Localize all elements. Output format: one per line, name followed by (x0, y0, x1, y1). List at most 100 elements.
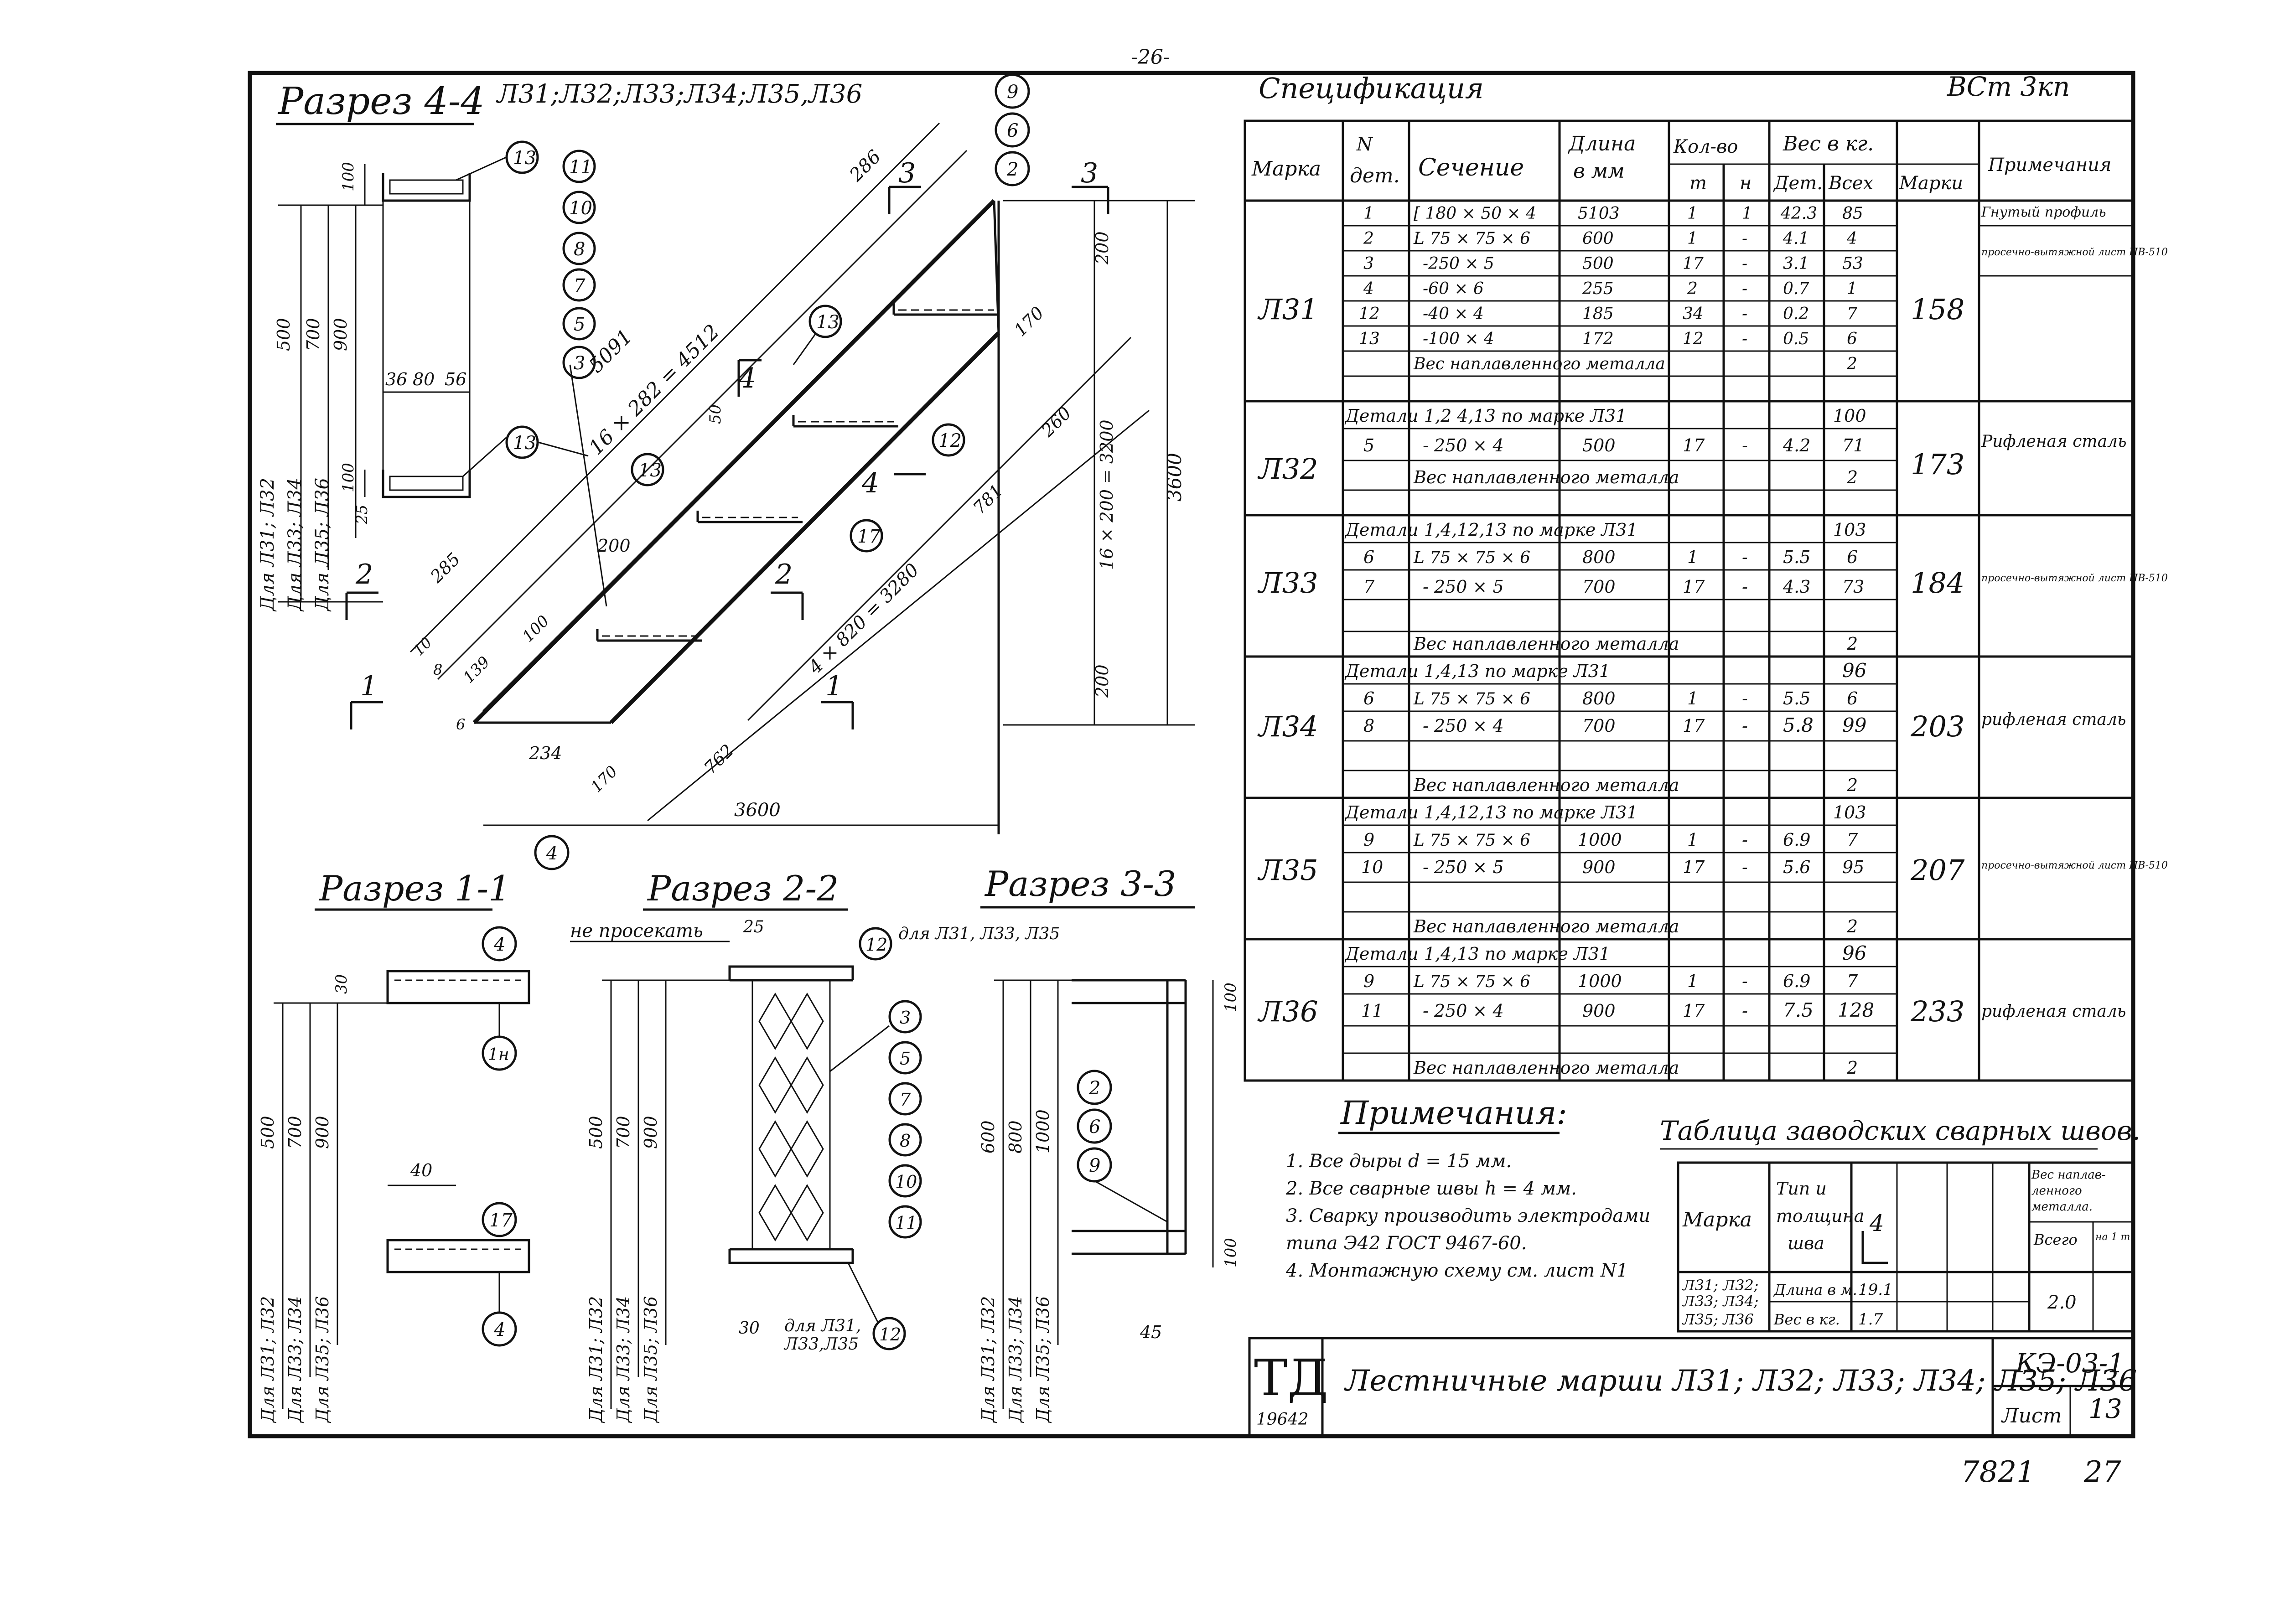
l31-r0-wa: 85 (1842, 204, 1863, 223)
l34-ref: Детали 1,4,13 по марке Л31 (1344, 661, 1610, 681)
l36-r1-t: 17 (1683, 1001, 1705, 1021)
dim-56: 56 (445, 369, 466, 389)
callout-4-a: 4 (546, 843, 558, 864)
callout-9-s33: 9 (1089, 1155, 1100, 1176)
l32-r0-sec: - 250 × 4 (1423, 435, 1504, 455)
dim-200-mid: 200 (597, 536, 631, 556)
dim-50: 50 (706, 404, 725, 424)
stair-elevation: 286 5091 16 × 282 = 4512 200 170 260 781… (345, 122, 1195, 834)
weld-table-title: Таблица заводских сварных швов. (1660, 1115, 2140, 1146)
wt-marks-c: Л35; Л36 (1682, 1311, 1754, 1328)
l35-weld: 2 (1846, 916, 1858, 936)
expanded-metal-mesh (758, 993, 824, 1241)
l35-r1-n: 10 (1361, 857, 1383, 877)
callout-2: 2 (1006, 159, 1018, 180)
side-label-c-s33: Для Л35; Л36 (1033, 1296, 1053, 1423)
dim-10: 10 (410, 634, 435, 659)
l35-r1-len: 900 (1582, 857, 1616, 877)
l33-r0-wd: 5.5 (1783, 547, 1810, 567)
l34-total: 203 (1910, 710, 1964, 743)
l35-ref: Детали 1,4,12,13 по марке Л31 (1344, 802, 1637, 822)
footer-right: 27 (2083, 1455, 2121, 1489)
callout-17-a: 17 (857, 526, 881, 547)
l31-r1-t: 1 (1687, 229, 1698, 248)
wt-h-total: Всего (2033, 1231, 2078, 1248)
cut-label-1-right: 1 (825, 670, 843, 702)
wt-h-weight-c: металла. (2031, 1200, 2093, 1214)
spec-steel: ВСт 3кп (1947, 71, 2070, 102)
l33-r0-wa: 6 (1847, 547, 1858, 567)
wt-h-mark: Марка (1682, 1208, 1752, 1231)
l31-r1-n: 2 (1363, 229, 1374, 248)
l34-r1-len: 700 (1582, 716, 1616, 736)
l33-r1-wa: 73 (1842, 577, 1864, 597)
l31-r0-wd: 42.3 (1780, 204, 1817, 223)
side-label-a: Для Л31; Л32 (257, 478, 278, 612)
wt-h-weight-a: Вес наплав- (2031, 1168, 2106, 1182)
callout-10-s22: 10 (895, 1172, 917, 1192)
dim-4x820: 4 × 820 = 3280 (804, 559, 923, 678)
wt-h-type-b: толщина (1776, 1206, 1864, 1226)
l36-r0-n: 9 (1363, 971, 1374, 991)
l32-r0-len: 500 (1582, 435, 1616, 455)
l35-mark: Л35 (1257, 853, 1318, 887)
l34-ref-wa: 96 (1842, 659, 1866, 682)
l31-r2-t: 17 (1683, 254, 1704, 273)
l32-r0-t: 17 (1683, 435, 1705, 455)
hdr-note: Примечания (1988, 155, 2111, 176)
l34-r0-sec: L 75 × 75 × 6 (1413, 690, 1530, 709)
wt-h-type-c: шва (1788, 1233, 1824, 1253)
section-1-1: Разрез 1-1 30 500 700 900 40 Для Л31; Л3… (258, 868, 530, 1423)
l34-note: рифленая сталь (1981, 710, 2126, 729)
l33-mark: Л33 (1257, 566, 1318, 600)
callout-8-s22: 8 (900, 1131, 911, 1151)
l31-r3-sec: -60 × 6 (1423, 279, 1484, 298)
wt-w-label: Вес в кг. (1773, 1311, 1840, 1328)
l33-weld-label: Вес наплавленного металла (1413, 634, 1679, 654)
l33-ref-wa: 103 (1833, 520, 1866, 540)
l33-ref: Детали 1,4,12,13 по марке Л31 (1344, 520, 1637, 540)
dim-100-bottom: 100 (339, 463, 358, 492)
dim-170-bottom: 170 (587, 762, 621, 796)
l33-note: просечно-вытяжной лист ПВ-510 (1981, 573, 2168, 584)
l35-ref-wa: 103 (1833, 802, 1866, 822)
l33-r1-wd: 4.3 (1783, 577, 1810, 597)
l31-r2-sec: -250 × 5 (1423, 254, 1494, 273)
l34-r1-t: 17 (1683, 716, 1705, 736)
l31-r4-n: 12 (1359, 305, 1380, 323)
side-label-b: Для Л33; Л34 (285, 478, 306, 612)
callout-8: 8 (574, 239, 585, 260)
l33-r0-t: 1 (1687, 547, 1698, 567)
dim-8: 8 (433, 661, 442, 678)
dim-80: 80 (413, 369, 435, 389)
l33-total: 184 (1911, 566, 1964, 600)
dim-1000-s33: 1000 (1033, 1109, 1053, 1153)
side-label-c-s22: Для Л35; Л36 (641, 1296, 661, 1423)
l36-r0-wa: 7 (1847, 971, 1858, 991)
section-1-1-title: Разрез 1-1 (318, 868, 511, 909)
l31-r0-t: 1 (1687, 204, 1698, 223)
l33-r0-h: - (1742, 547, 1748, 567)
callout-13-a: 13 (513, 148, 536, 169)
l31-r5-h: - (1742, 330, 1747, 348)
dim-40-s11: 40 (410, 1160, 432, 1180)
l31-r5-wa: 6 (1847, 330, 1857, 348)
title-block: ТД 19642 Лестничные марши Л31; Л32; Л33;… (1248, 1337, 2137, 1438)
l34-weld: 2 (1846, 775, 1858, 795)
hdr-w-det: Дет. (1773, 173, 1823, 194)
group-l32: Детали 1,2 4,13 по марке Л31 100 Л32 173… (1245, 406, 2133, 517)
wt-len-label: Длина в м. (1773, 1281, 1857, 1298)
dim-170: 170 (1010, 303, 1047, 340)
dim-30-s11: 30 (332, 974, 351, 994)
s22-bottom-note-b: Л33,Л35 (783, 1335, 859, 1354)
l34-r1-h: - (1742, 716, 1748, 736)
dim-500: 500 (274, 318, 294, 351)
title-logo: ТД (1254, 1349, 1328, 1407)
section-4-4-title: Разрез 4-4 (277, 80, 485, 123)
l36-note: рифленая сталь (1981, 1002, 2126, 1021)
l33-r1-t: 17 (1683, 577, 1705, 597)
group-l33: Детали 1,4,12,13 по марке Л31 103 Л33 18… (1245, 520, 2168, 658)
group-l34: Детали 1,4,13 по марке Л31 96 Л34 203 ри… (1245, 659, 2133, 799)
l31-r3-wd: 0.7 (1783, 279, 1809, 298)
